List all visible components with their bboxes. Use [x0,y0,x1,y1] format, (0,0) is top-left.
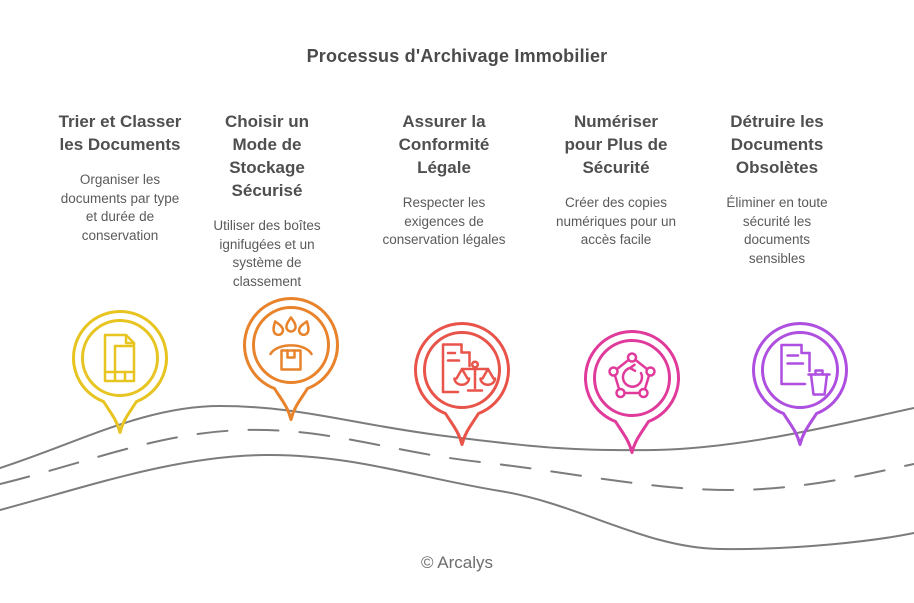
step-column-5: Détruire les Documents Obsolètes Élimine… [700,110,854,268]
pin-outline [414,322,510,446]
step-4-description: Créer des copies numériques pour un accè… [555,195,677,247]
fireproof-box-icon [269,316,313,371]
step-5-heading: Détruire les Documents Obsolètes [730,112,824,177]
pin-inner-ring [423,331,501,409]
step-4-pin [582,330,682,454]
step-2-description: Utiliser des boîtes ignifugées et un sys… [213,218,321,289]
pin-outline [72,310,168,434]
document-layout-icon [103,333,136,383]
step-3-description: Respecter les exigences de conservation … [382,195,506,247]
pin-inner-ring [252,306,330,384]
legal-compliance-icon [441,343,497,394]
pin-outline [584,330,680,454]
road-bottom-edge [0,453,914,551]
step-2-heading: Choisir un Mode de Stockage Sécurisé [224,112,310,200]
page-title: Processus d'Archivage Immobilier [306,46,608,66]
step-4-heading: Numériser pour Plus de Sécurité [564,112,668,177]
step-5-description: Éliminer en toute sécurité les documents… [726,195,828,266]
pin-inner-ring [593,339,671,417]
step-column-2: Choisir un Mode de Stockage Sécurisé Uti… [192,110,342,291]
step-3-heading: Assurer la Conformité Légale [398,112,490,177]
step-column-3: Assurer la Conformité Légale Respecter l… [369,110,519,250]
digitize-network-icon [608,352,656,399]
step-2-pin [241,297,341,421]
road-top-edge [0,404,914,469]
pin-outline [752,322,848,446]
step-5-pin [750,322,850,446]
pin-inner-ring [761,331,839,409]
step-1-description: Organiser les documents par type et duré… [60,172,180,243]
step-column-1: Trier et Classer les Documents Organiser… [28,110,212,245]
step-column-4: Numériser pour Plus de Sécurité Créer de… [540,110,692,250]
pin-outline [243,297,339,421]
shred-document-icon [780,343,831,396]
step-3-pin [412,322,512,446]
road-center-dashed-line [0,428,914,492]
step-1-pin [70,310,170,434]
copyright-text: © Arcalys [420,553,494,572]
pin-inner-ring [81,319,159,397]
step-1-heading: Trier et Classer les Documents [58,112,182,154]
